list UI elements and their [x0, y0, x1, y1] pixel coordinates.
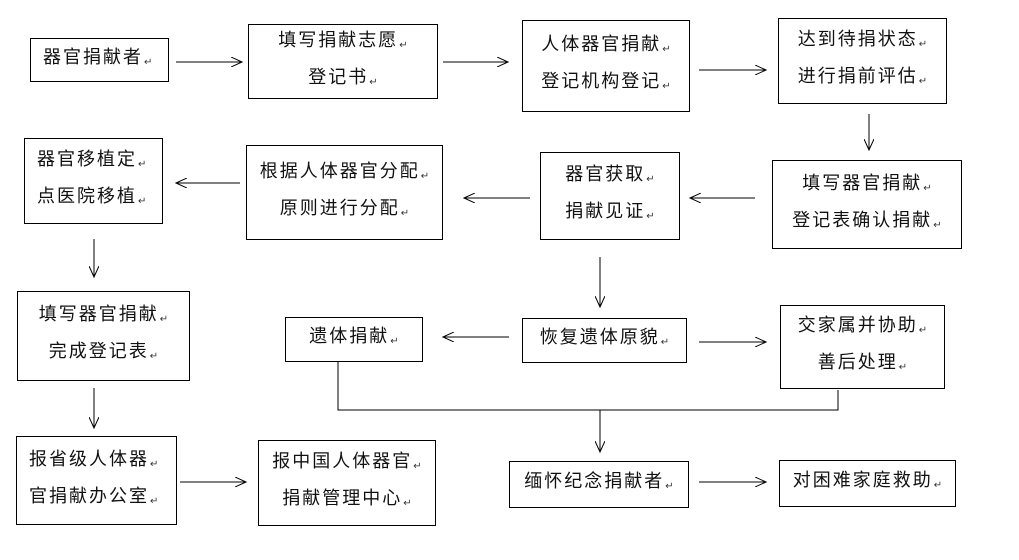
- paragraph-mark-icon: ↵: [918, 325, 928, 336]
- node-text-line: 捐献见证↵: [565, 196, 654, 233]
- node-restore: 恢复遗体原貌↵: [522, 318, 687, 363]
- node-text-line: 官捐献办公室↵: [29, 481, 158, 518]
- node-provincial: 报省级人体器↵官捐献办公室↵: [16, 436, 177, 525]
- paragraph-mark-icon: ↵: [399, 39, 408, 51]
- node-text-line: 遗体捐献↵: [309, 321, 398, 358]
- paragraph-mark-icon: ↵: [923, 182, 932, 194]
- node-complete-form: 填写器官捐献↵完成登记表↵: [17, 291, 190, 381]
- node-label: 人体器官捐献: [541, 34, 662, 55]
- paragraph-mark-icon: ↵: [144, 56, 153, 68]
- paragraph-mark-icon: ↵: [662, 44, 671, 55]
- node-label: 对困难家庭救助: [792, 470, 933, 491]
- node-text-line: 交家属并协助↵: [798, 310, 927, 347]
- paragraph-mark-icon: ↵: [933, 480, 943, 491]
- node-label: 恢复遗体原貌: [539, 327, 660, 348]
- node-label: 器官捐献者: [43, 46, 143, 68]
- node-label: 登记机构登记: [541, 71, 662, 92]
- node-text-line: 恢复遗体原貌↵: [540, 322, 669, 359]
- node-text-line: 进行捐前评估↵: [798, 61, 927, 98]
- node-text-line: 对困难家庭救助↵: [793, 465, 942, 502]
- node-label: 器官移植定: [37, 149, 137, 170]
- paragraph-mark-icon: ↵: [390, 336, 399, 347]
- node-text-line: 器官获取↵: [565, 159, 654, 196]
- node-body-donation: 遗体捐献↵: [285, 317, 423, 362]
- node-label: 根据人体器官分配: [259, 160, 420, 182]
- node-transplant: 器官移植定↵点医院移植↵: [24, 138, 163, 224]
- node-confirm: 填写器官捐献↵登记表确认捐献↵: [772, 160, 962, 249]
- node-text-line: 人体器官捐献↵: [541, 29, 670, 66]
- paragraph-mark-icon: ↵: [420, 170, 430, 182]
- node-national: 报中国人体器官↵捐献管理中心↵: [258, 440, 436, 526]
- paragraph-mark-icon: ↵: [918, 39, 928, 50]
- node-family-aid: 对困难家庭救助↵: [779, 460, 956, 507]
- node-text-line: 登记机构登记↵: [541, 66, 670, 103]
- paragraph-mark-icon: ↵: [150, 458, 159, 470]
- node-label: 缅怀纪念捐献者: [524, 471, 665, 492]
- paragraph-mark-icon: ↵: [646, 174, 655, 185]
- paragraph-mark-icon: ↵: [369, 76, 378, 88]
- node-label: 原则进行分配: [279, 197, 400, 219]
- node-label: 点医院移植: [37, 186, 137, 207]
- node-label: 进行捐前评估: [797, 66, 918, 87]
- paragraph-mark-icon: ↵: [918, 76, 928, 87]
- paragraph-mark-icon: ↵: [159, 314, 169, 325]
- node-registry: 人体器官捐献↵登记机构登记↵: [522, 20, 690, 112]
- node-text-line: 完成登记表↵: [49, 336, 158, 373]
- node-text-line: 点医院移植↵: [37, 181, 146, 218]
- node-text-line: 善后处理↵: [818, 347, 907, 384]
- node-label: 遗体捐献: [309, 326, 390, 347]
- node-label: 填写器官捐献: [802, 172, 923, 194]
- node-pre-eval: 达到待捐状态↵进行捐前评估↵: [778, 18, 947, 104]
- node-text-line: 器官移植定↵: [37, 144, 146, 181]
- node-text-line: 填写器官捐献↵: [39, 299, 168, 336]
- node-label: 捐献见证: [565, 201, 646, 222]
- node-label: 登记表确认捐献: [792, 209, 933, 231]
- paragraph-mark-icon: ↵: [898, 362, 908, 373]
- paragraph-mark-icon: ↵: [403, 498, 412, 509]
- node-label: 填写捐献志愿: [278, 29, 399, 51]
- node-label: 器官获取: [565, 164, 646, 185]
- node-text-line: 填写器官捐献↵: [802, 168, 931, 205]
- node-text-line: 报中国人体器官↵: [272, 446, 421, 483]
- node-text-line: 根据人体器官分配↵: [260, 156, 429, 193]
- node-text-line: 报省级人体器↵: [29, 444, 158, 481]
- node-label: 捐献管理中心: [282, 488, 403, 509]
- node-label: 完成登记表: [48, 341, 149, 362]
- node-text-line: 缅怀纪念捐献者↵: [524, 466, 673, 503]
- paragraph-mark-icon: ↵: [138, 196, 147, 207]
- merge-line-body-and-family: [337, 362, 839, 411]
- node-donor: 器官捐献者↵: [30, 38, 169, 82]
- paragraph-mark-icon: ↵: [933, 219, 942, 231]
- node-text-line: 达到待捐状态↵: [798, 24, 927, 61]
- node-allocate: 根据人体器官分配↵原则进行分配↵: [246, 145, 443, 240]
- node-label: 报中国人体器官: [272, 451, 413, 472]
- paragraph-mark-icon: ↵: [400, 207, 410, 219]
- node-label: 填写器官捐献: [38, 304, 159, 325]
- node-label: 官捐献办公室: [29, 485, 149, 507]
- node-harvest: 器官获取↵捐献见证↵: [540, 152, 680, 240]
- node-text-line: 器官捐献者↵: [43, 42, 152, 79]
- node-label: 报省级人体器: [29, 448, 149, 470]
- paragraph-mark-icon: ↵: [149, 351, 159, 362]
- paragraph-mark-icon: ↵: [646, 211, 655, 222]
- node-label: 达到待捐状态: [797, 29, 918, 50]
- paragraph-mark-icon: ↵: [138, 159, 147, 170]
- node-label: 善后处理: [817, 352, 898, 373]
- node-text-line: 原则进行分配↵: [280, 193, 409, 230]
- node-text-line: 登记表确认捐献↵: [792, 205, 941, 242]
- paragraph-mark-icon: ↵: [662, 81, 671, 92]
- node-text-line: 捐献管理中心↵: [282, 483, 411, 520]
- paragraph-mark-icon: ↵: [413, 461, 422, 472]
- node-memorial: 缅怀纪念捐献者↵: [509, 461, 689, 508]
- node-label: 登记书: [308, 66, 369, 88]
- node-fill-form: 填写捐献志愿↵登记书↵: [248, 24, 438, 99]
- node-text-line: 填写捐献志愿↵: [278, 25, 407, 62]
- paragraph-mark-icon: ↵: [150, 495, 159, 507]
- node-label: 交家属并协助: [797, 315, 918, 336]
- node-text-line: 登记书↵: [308, 62, 377, 99]
- paragraph-mark-icon: ↵: [660, 337, 670, 348]
- paragraph-mark-icon: ↵: [665, 481, 674, 492]
- node-family: 交家属并协助↵善后处理↵: [780, 305, 945, 389]
